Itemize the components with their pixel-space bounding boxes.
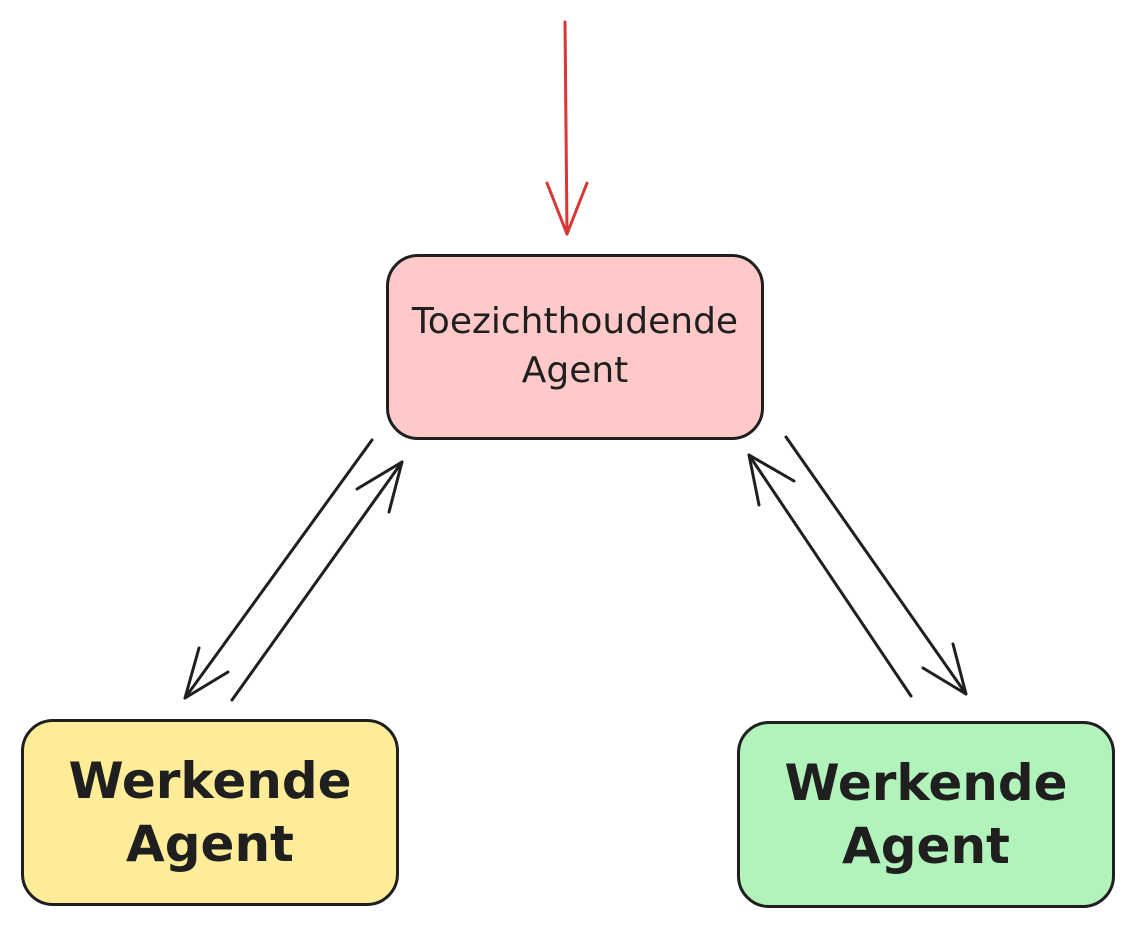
worker-right-label-line2: Agent — [842, 816, 1010, 875]
worker-left-label-line1: Werkende — [68, 752, 352, 810]
worker-left-label-line2: Agent — [126, 814, 294, 873]
arrow-supervisor-to-left-worker — [183, 438, 374, 700]
supervisor-label-line2: Agent — [521, 350, 629, 391]
supervisor-agent-node: Toezichthoudende Agent — [386, 254, 764, 440]
worker-agent-node-right: Werkende Agent — [737, 721, 1115, 908]
arrow-supervisor-to-right-worker — [784, 435, 968, 696]
worker-right-label-line1: Werkende — [784, 754, 1068, 812]
input-arrow — [545, 20, 589, 236]
worker-agent-node-left: Werkende Agent — [21, 719, 399, 906]
supervisor-label-line1: Toezichthoudende — [411, 301, 739, 343]
arrow-left-worker-to-supervisor — [230, 460, 404, 702]
arrow-right-worker-to-supervisor — [747, 453, 913, 698]
